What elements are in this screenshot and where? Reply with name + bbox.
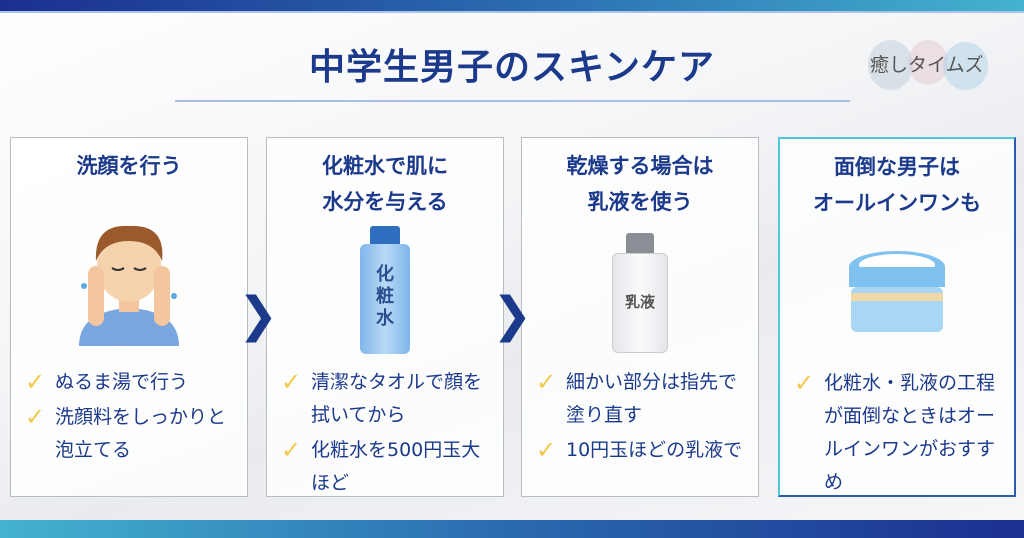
step-item: ぬるま湯で行う <box>55 371 189 393</box>
chevron-right-icon: ❯ <box>492 287 533 343</box>
check-icon: ✓ <box>281 436 302 464</box>
lotion-bottle-icon: 化粧水 <box>360 226 410 354</box>
check-icon: ✓ <box>25 403 46 431</box>
step-card-lotion: 化粧水で肌に 水分を与える 化粧水 ✓ 清潔なタオルで顔を拭いてから ✓ 化粧水を5… <box>266 137 504 497</box>
top-banner <box>0 0 1024 13</box>
step-card-wash: 洗顔を行う ✓ ぬるま湯で行う ✓ 洗顔料をしっかりと泡立てる <box>10 137 248 497</box>
step-item: 化粧水・乳液の工程が面倒なときはオールインワンがおすすめ <box>824 372 996 493</box>
bottom-banner <box>0 520 1024 538</box>
check-icon: ✓ <box>536 436 557 464</box>
step-card-allinone: 面倒な男子は オールインワンも ✓ 化粧水・乳液の工程が面倒なときはオールインワン… <box>778 137 1016 497</box>
brand-logo: 癒しタイムズ <box>858 40 998 90</box>
bottle-label: 化粧水 <box>376 264 394 329</box>
step-item: 清潔なタオルで顔を拭いてから <box>311 371 483 426</box>
step-item: 細かい部分は指先で塗り直す <box>566 371 738 426</box>
page-title: 中学生男子のスキンケア <box>309 47 715 88</box>
cream-jar-icon <box>849 251 945 332</box>
step-title: 面倒な男子は オールインワンも <box>813 155 981 215</box>
step-item: 洗顔料をしっかりと泡立てる <box>55 406 227 461</box>
step-card-milk: 乾燥する場合は 乳液を使う 乳液 ✓ 細かい部分は指先で塗り直す ✓ 10円玉ほどの… <box>521 137 759 497</box>
check-icon: ✓ <box>281 368 302 396</box>
check-icon: ✓ <box>536 368 557 396</box>
step-item: 化粧水を500円玉大ほど <box>311 439 481 494</box>
check-icon: ✓ <box>25 368 46 396</box>
face-washing-boy-icon <box>79 225 179 346</box>
step-title: 乾燥する場合は 乳液を使う <box>566 154 714 214</box>
milk-lotion-bottle-icon: 乳液 <box>612 233 668 353</box>
chevron-right-icon: ❯ <box>238 287 279 343</box>
step-title: 化粧水で肌に 水分を与える <box>322 154 448 214</box>
logo-text: 癒しタイムズ <box>870 54 984 76</box>
title-divider <box>175 100 850 102</box>
check-icon: ✓ <box>794 369 815 397</box>
step-title: 洗顔を行う <box>76 154 182 178</box>
step-item: 10円玉ほどの乳液で <box>566 439 743 461</box>
bottle-label: 乳液 <box>624 293 655 311</box>
